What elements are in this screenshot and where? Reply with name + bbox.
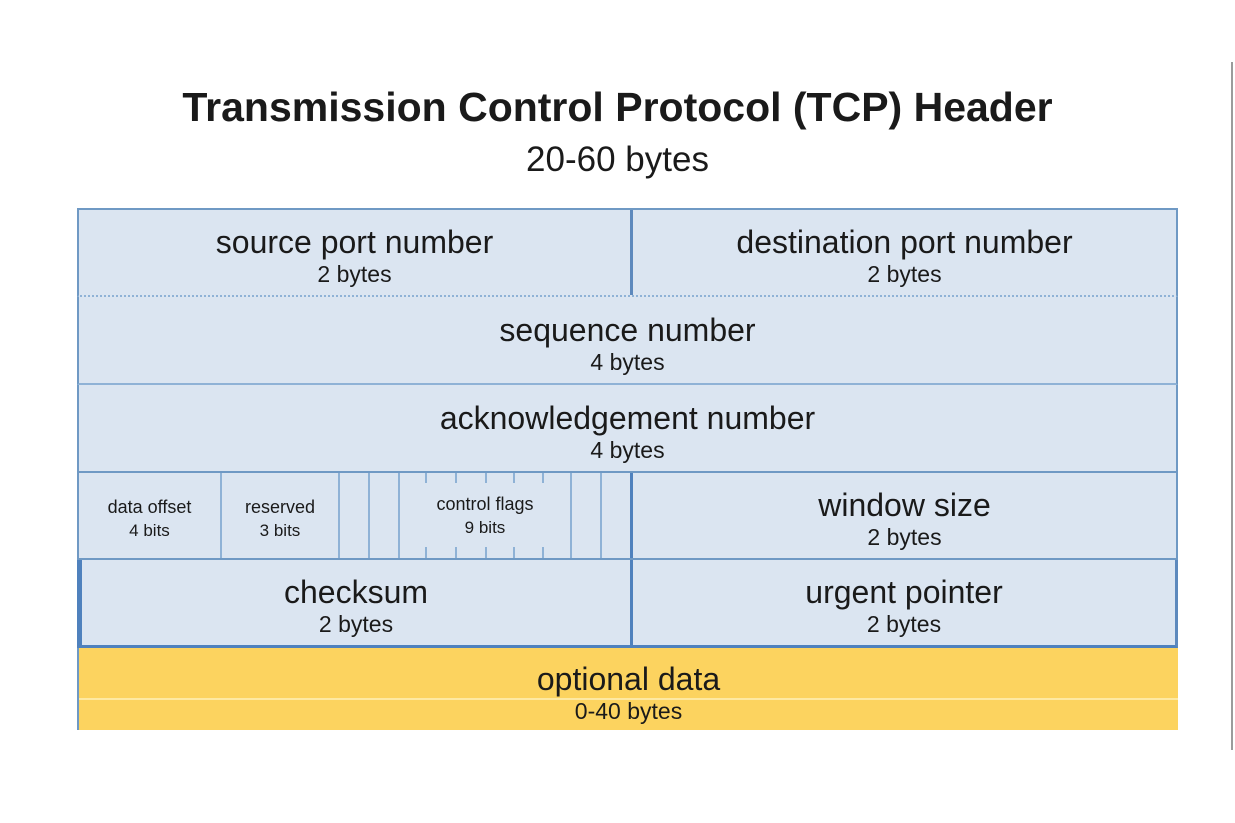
bit-divider (368, 473, 370, 558)
field-data-offset: data offset 4 bits (79, 473, 220, 558)
row-sequence: sequence number 4 bytes (77, 297, 1178, 385)
field-checksum: checksum 2 bytes (82, 560, 630, 645)
bit-divider (398, 473, 400, 558)
field-acknowledgement-number: acknowledgement number 4 bytes (79, 385, 1176, 471)
page-title: Transmission Control Protocol (TCP) Head… (182, 84, 1053, 130)
field-reserved: reserved 3 bits (220, 473, 338, 558)
field-urgent-pointer: urgent pointer 2 bytes (630, 560, 1175, 645)
optional-row-divider (79, 698, 1178, 700)
bit-divider (600, 473, 602, 558)
slide-edge-line (1231, 62, 1233, 750)
field-size: 2 bytes (867, 524, 942, 550)
field-label: sequence number (499, 311, 756, 348)
page-subtitle: 20-60 bytes (526, 140, 709, 179)
field-size: 2 bytes (867, 261, 942, 287)
field-label: source port number (215, 224, 494, 260)
field-label: acknowledgement number (439, 399, 816, 436)
row-acknowledgement: acknowledgement number 4 bytes (77, 385, 1178, 473)
field-size: 9 bits (464, 518, 506, 537)
field-size: 4 bits (129, 521, 170, 540)
field-destination-port: destination port number 2 bytes (630, 210, 1176, 295)
field-size: 0-40 bytes (574, 698, 683, 724)
field-label: control flags (436, 494, 534, 514)
control-flags-bit-cells: control flags 9 bits (338, 473, 630, 558)
row-checksum-urgent: checksum 2 bytes urgent pointer 2 bytes (77, 560, 1178, 648)
field-label: data offset (107, 497, 192, 517)
field-source-port: source port number 2 bytes (79, 210, 630, 295)
field-label: optional data (536, 661, 721, 697)
field-size: 2 bytes (318, 611, 394, 637)
field-size: 2 bytes (866, 611, 942, 637)
field-label: checksum (283, 574, 429, 610)
field-control-flags: control flags 9 bits (404, 483, 566, 547)
field-size: 2 bytes (317, 261, 392, 287)
field-size: 4 bytes (590, 348, 665, 375)
field-window-size: window size 2 bytes (630, 473, 1176, 558)
field-label: reserved (244, 497, 316, 517)
field-size: 4 bytes (590, 436, 665, 463)
field-label: destination port number (736, 224, 1073, 260)
row-optional-data: optional data 0-40 bytes (77, 648, 1178, 730)
field-sequence-number: sequence number 4 bytes (79, 297, 1176, 383)
field-size: 3 bits (259, 521, 301, 540)
field-label: window size (818, 487, 991, 523)
row-flags-window: data offset 4 bits reserved 3 bits contr… (77, 473, 1178, 560)
field-optional-data: optional data 0-40 bytes (79, 648, 1178, 730)
row-ports: source port number 2 bytes destination p… (77, 208, 1178, 297)
field-label: urgent pointer (805, 574, 1003, 610)
bit-divider (570, 473, 572, 558)
tcp-header-table: source port number 2 bytes destination p… (77, 208, 1178, 730)
